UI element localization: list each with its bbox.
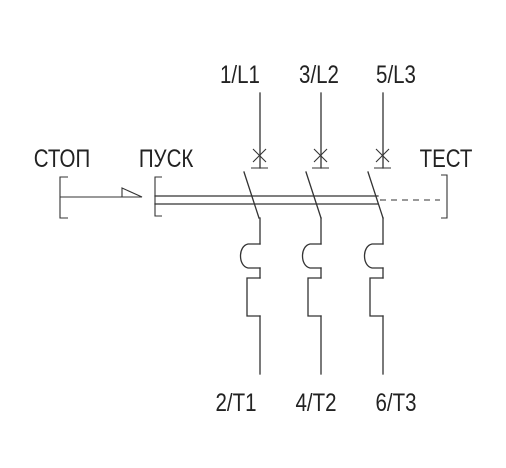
start-label: ПУСК: [139, 144, 194, 172]
test-bracket: [441, 174, 448, 219]
contact-cross-icon: [374, 148, 391, 169]
switch-blade: [243, 171, 260, 219]
switch-blade: [367, 171, 384, 219]
stop-label: СТОП: [34, 144, 90, 172]
test-label: ТЕСТ: [420, 144, 473, 172]
thermal-element-coil: [301, 243, 322, 269]
mechanical-linkage: [154, 195, 379, 205]
terminal-label-1-l1: 1/L1: [220, 60, 260, 88]
thermal-element-bend: [307, 277, 322, 317]
thermal-element-coil: [363, 243, 384, 269]
terminal-label-5-l3: 5/L3: [376, 60, 416, 88]
terminal-label-4-t2: 4/T2: [295, 388, 336, 416]
terminal-label-3-l2: 3/L2: [299, 60, 339, 88]
pole-1: [239, 92, 268, 375]
thermal-element-bend: [369, 277, 384, 317]
switch-blade: [305, 171, 322, 219]
pole-3: [363, 92, 391, 375]
pole-2: [301, 92, 329, 375]
stop-arrow-icon: [121, 187, 143, 198]
terminal-label-2-t1: 2/T1: [215, 388, 256, 416]
contact-cross-icon: [251, 148, 268, 169]
thermal-element-coil: [239, 243, 261, 269]
contact-cross-icon: [312, 148, 329, 169]
stop-bracket: [59, 176, 122, 219]
thermal-element-bend: [246, 277, 261, 317]
terminal-label-6-t3: 6/T3: [375, 388, 416, 416]
